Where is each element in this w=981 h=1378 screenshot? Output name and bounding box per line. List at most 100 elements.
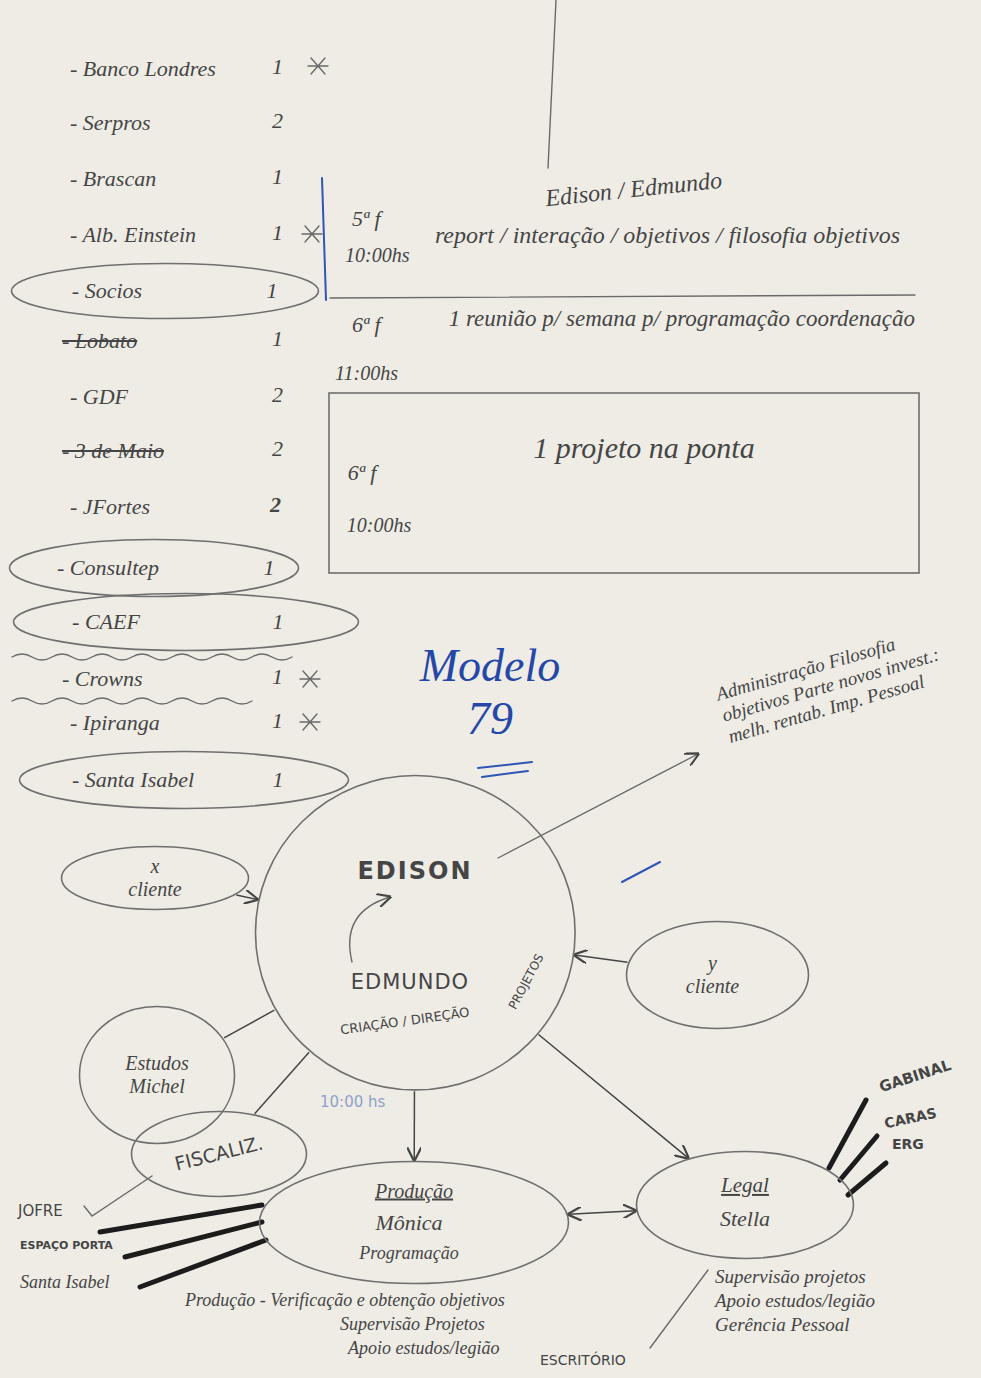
person-name: JOFRE	[18, 1203, 63, 1220]
role-notes: Apoio estudos/legião	[348, 1338, 500, 1359]
circled-item: - Socios 1	[10, 262, 320, 320]
function-text: PROJETOS	[507, 953, 548, 1013]
list-item: - JFortes	[70, 494, 150, 519]
ellipse-outline	[132, 1112, 307, 1197]
star-mark	[300, 671, 320, 687]
count-number: 2	[272, 108, 283, 133]
marker-strokes	[100, 1100, 886, 1287]
ellipse-outline	[255, 775, 575, 1089]
client-oval: x cliente	[60, 845, 250, 911]
study-text: Estudos Michel	[112, 1052, 202, 1098]
person-name: EDISON	[357, 859, 472, 887]
ellipse-outline	[637, 1152, 854, 1259]
note-box: 6ª f 10:00hs 1 projeto na ponta	[328, 392, 920, 574]
connector-arrow	[413, 1091, 415, 1160]
blue-strokes	[322, 178, 660, 882]
list-item: - Socios	[72, 278, 142, 303]
role-notes: Gerência Pessoal	[715, 1314, 850, 1336]
place-name: ESCRITÓRIO	[540, 1352, 626, 1368]
connector-arrow	[575, 955, 628, 962]
list-item: - 3 de Maio	[62, 438, 164, 463]
list-item: - Crowns	[62, 666, 142, 691]
connector-arrow	[255, 1052, 309, 1114]
meeting-note: Edison / Edmundo	[544, 167, 723, 213]
leader-arrow	[498, 754, 698, 858]
node-outline	[254, 774, 577, 1091]
place-name: ERG	[892, 1136, 924, 1152]
count-number: 1	[272, 326, 283, 351]
person-name: Mônica	[375, 1210, 442, 1235]
time-note: 10:00hs	[347, 514, 411, 537]
scribble-line	[12, 654, 292, 660]
blue-line	[322, 178, 326, 300]
ellipse-outline	[12, 264, 319, 319]
connector-arrow	[569, 1211, 636, 1215]
count-number: 2	[272, 436, 283, 461]
list-item: - Brascan	[70, 166, 156, 191]
ellipse-outline	[14, 594, 359, 651]
person-name: EDMUNDO	[351, 970, 469, 994]
time-note: 10:00hs	[345, 244, 409, 267]
count-number: 2	[270, 492, 281, 517]
connector-arrow	[236, 895, 257, 899]
function-text: CRIAÇÃO / DIREÇÃO	[339, 1006, 470, 1039]
role-notes: Apoio estudos/legião	[715, 1290, 875, 1312]
weekday-note: 6ª f	[352, 312, 381, 337]
role-notes: Supervisão projetos	[715, 1266, 866, 1288]
place-name: Santa Isabel	[20, 1272, 110, 1293]
role-notes: Supervisão Projetos	[340, 1314, 485, 1335]
function-text: FISCALIZ.	[173, 1133, 266, 1176]
connector-arrow	[224, 1010, 274, 1038]
ellipse-outline	[20, 752, 349, 809]
client-name: y cliente	[683, 952, 743, 998]
meeting-note: report / interação / objetivos / filosof…	[420, 222, 900, 250]
count-number: 1	[267, 278, 278, 303]
list-item: - Ipiranga	[70, 710, 160, 735]
count-number: 1	[272, 664, 283, 689]
node-outline	[12, 592, 360, 652]
count-number: 1	[272, 164, 283, 189]
role-notes: Administração Filosofia objetivos Parte …	[714, 618, 963, 747]
star-mark	[300, 714, 320, 730]
weekday-note: 6ª f	[348, 460, 377, 485]
list-item: - Serpros	[70, 110, 150, 135]
node-outline	[635, 1150, 855, 1260]
count-number: 2	[272, 382, 283, 407]
count-number: 1	[273, 767, 284, 792]
ellipse-outline	[80, 1007, 235, 1144]
scribble-line	[12, 698, 252, 704]
department-name: Legal	[721, 1173, 769, 1197]
node-outline	[328, 392, 920, 574]
weekday-note: 5ª f	[352, 206, 381, 231]
list-item: - Consultep	[57, 555, 159, 580]
model-title: Modelo 79	[415, 640, 565, 746]
blue-underline	[478, 762, 532, 777]
ellipse-outline	[260, 1162, 569, 1284]
blue-dash	[622, 862, 660, 882]
leader-line	[650, 1270, 708, 1348]
ellipse-outline	[10, 540, 299, 597]
client-name: x cliente	[125, 855, 185, 901]
person-name: Stella	[720, 1206, 770, 1231]
list-item: - GDF	[70, 384, 128, 409]
marker-line	[848, 1163, 886, 1195]
list-item: - Lobato	[62, 328, 137, 353]
place-name: CARAS	[883, 1105, 938, 1132]
check-line	[84, 1176, 152, 1216]
meeting-note: 1 reunião p/ semana p/ programação coord…	[410, 306, 915, 332]
ellipse-outline	[627, 922, 809, 1029]
circled-item: - Consultep 1	[8, 538, 300, 598]
list-item: - Alb. Einstein	[70, 222, 196, 247]
inspection-oval: FISCALIZ.	[130, 1110, 308, 1198]
count-number: 1	[264, 555, 275, 580]
star-mark	[308, 58, 328, 74]
list-item: - Santa Isabel	[72, 767, 194, 792]
time-note: 10:00 hs	[320, 1094, 385, 1111]
client-oval: y cliente	[625, 920, 810, 1030]
note-text: 1 projeto na ponta	[533, 431, 754, 466]
divider-line	[330, 295, 915, 298]
count-number: 1	[272, 708, 283, 733]
circled-item: - CAEF1	[12, 592, 360, 652]
role-notes: Produção - Verificação e obtenção objeti…	[185, 1290, 505, 1311]
department-oval: ProduçãoMônicaProgramação	[258, 1160, 570, 1285]
